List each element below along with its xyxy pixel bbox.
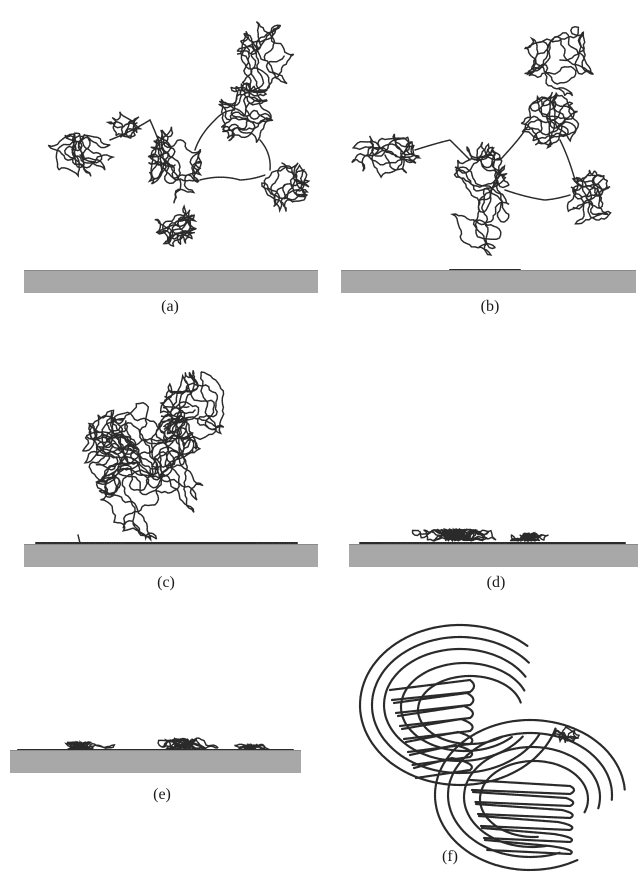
coil-blob: [49, 133, 113, 176]
panel-c: (c): [0, 330, 320, 600]
substrate-d: [349, 544, 638, 567]
caption-f: (f): [430, 848, 470, 866]
panel-d: (d): [320, 330, 641, 600]
chain-link: [505, 190, 570, 200]
substrate-a: [24, 270, 318, 293]
caption-e: (e): [142, 786, 182, 804]
chain-link: [200, 175, 265, 180]
substrate-b: [341, 270, 636, 293]
caption-b: (b): [470, 298, 510, 316]
chain-end: [78, 535, 80, 543]
chain-link: [260, 140, 270, 170]
coil-blob: [219, 83, 273, 142]
lamella-loop: [372, 637, 539, 773]
polymer-coil-c: [0, 330, 320, 550]
coil-blob: [262, 163, 309, 211]
polymer-film-d: [320, 330, 641, 550]
panel-b: (b): [320, 0, 641, 320]
coil-blob: [413, 529, 497, 541]
coil-blob: [521, 92, 578, 147]
panel-e: (e): [0, 600, 320, 820]
caption-a: (a): [150, 298, 190, 316]
coil-blob: [352, 134, 420, 177]
coil-blob: [511, 533, 549, 541]
coil-blob: [237, 22, 294, 93]
coil-blob: [524, 27, 593, 96]
polymer-coil-a: [0, 0, 320, 280]
coil-blob: [155, 206, 196, 246]
polymer-top-view-f: [320, 595, 641, 884]
chain-link: [500, 130, 525, 160]
caption-c: (c): [146, 574, 186, 592]
substrate-c: [24, 544, 318, 567]
substrate-e: [10, 750, 301, 773]
polymer-film-e: [0, 600, 320, 760]
coil-blob: [148, 127, 202, 204]
coil-blob: [158, 738, 218, 750]
caption-d: (d): [476, 574, 516, 592]
chain-link: [560, 140, 575, 180]
coil-blob: [66, 742, 114, 750]
hairpin: [414, 758, 472, 778]
chain-link: [415, 140, 470, 160]
polymer-coil-b: [320, 0, 641, 280]
panel-a: (a): [0, 0, 320, 320]
panel-f: (f): [320, 595, 641, 884]
